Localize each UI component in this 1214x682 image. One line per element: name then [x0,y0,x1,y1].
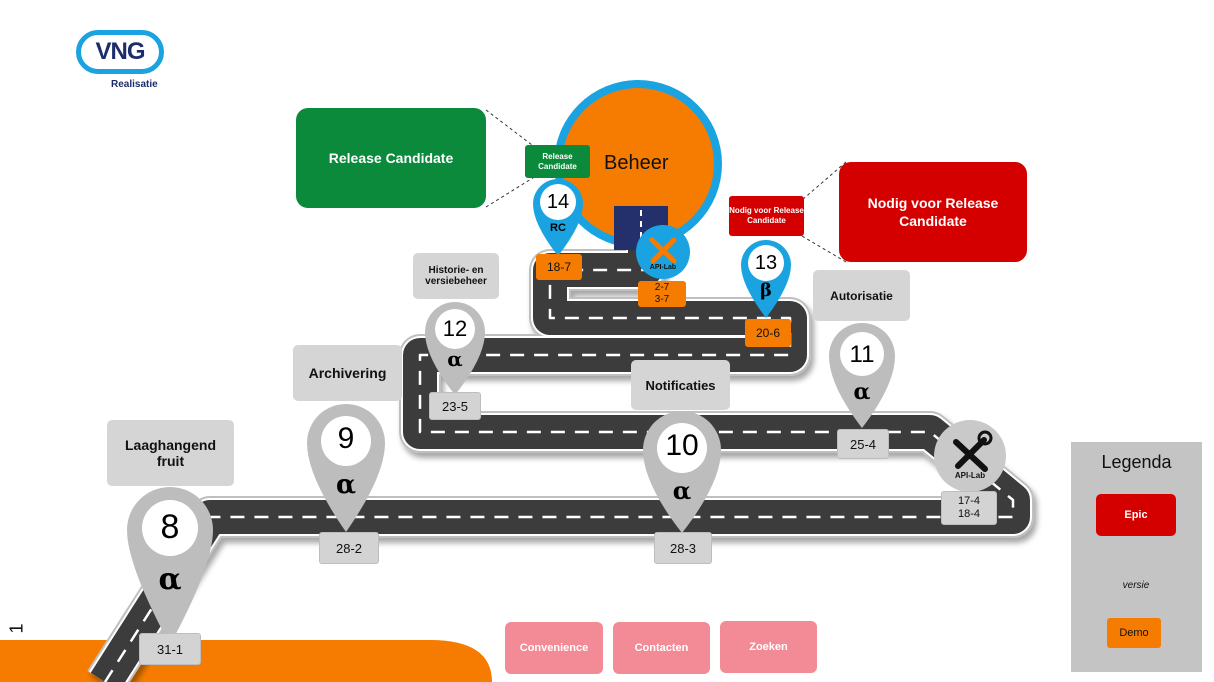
pin-14 [533,179,583,256]
zoeken-item[interactable]: Zoeken [720,621,817,673]
pin-9-symbol: α [335,470,356,500]
api-lab-2-date-a: 2-7 [654,282,670,293]
api-lab-1-date-a: 17-4 [957,495,981,507]
contacten-item[interactable]: Contacten [613,622,710,674]
legend-title: Legenda [1101,452,1172,472]
pin-11-number: 11 [849,341,875,368]
api-lab-1-dates: 17-4 18-4 [941,491,997,525]
date-23-5: 23-5 [429,392,481,420]
pin-14-number: 14 [546,191,570,213]
milestone-label-8: Laaghangend fruit [107,420,234,486]
pin-13 [741,240,791,318]
pin-8 [127,487,213,645]
milestone-label-11: Autorisatie [813,270,910,321]
milestone-label-10: Notificaties [631,360,730,410]
legend-versie: versie [1122,580,1150,591]
api-lab-1-label: API-Lab [954,471,986,480]
pin-10-number: 10 [665,429,699,462]
pin-11-symbol: α [853,379,871,405]
logo-subtext: Realisatie [111,79,158,90]
page-number: 1 [6,623,27,634]
vng-logo[interactable]: VNG [76,30,164,74]
nodig-callout: Nodig voor Release Candidate [839,162,1027,262]
legend-epic: Epic [1096,494,1176,536]
pin-11 [829,323,895,428]
date-28-2: 28-2 [319,532,379,564]
pin-13-number: 13 [754,252,778,274]
pin-10-symbol: α [672,476,692,505]
date-20-6: 20-6 [745,319,791,347]
api-lab-circle-2 [636,225,690,279]
footer-band [0,640,492,682]
api-lab-2-dates: 2-7 3-7 [638,281,686,307]
date-18-7: 18-7 [536,254,582,280]
pin-8-symbol: α [158,562,182,597]
beheer-circle [562,88,714,240]
date-31-1: 31-1 [139,633,201,665]
pin-12-number: 12 [442,316,468,341]
pin-14-symbol: RC [550,222,566,234]
api-lab-1-date-b: 18-4 [957,508,981,520]
legend-panel: Legenda Epic versie Demo [1071,442,1202,672]
pin-9 [307,403,385,532]
pin-8-number: 8 [160,508,180,546]
pin-13-symbol: β [760,280,772,301]
convenience-item[interactable]: Convenience [505,622,603,674]
date-28-3: 28-3 [654,532,712,564]
pin-12-symbol: α [447,347,463,371]
api-lab-2-date-b: 3-7 [654,294,670,305]
logo-text: VNG [95,38,145,65]
legend-demo: Demo [1107,618,1161,648]
api-lab-circle-1 [934,420,1006,492]
release-candidate-small-callout: Release Candidate [525,145,590,178]
date-25-4: 25-4 [837,429,889,459]
release-candidate-callout: Release Candidate [296,108,486,208]
api-lab-2-label: API-Lab [649,264,677,271]
pin-9-number: 9 [337,422,355,455]
milestone-label-9: Archivering [293,345,402,401]
beheer-label: Beheer [604,152,669,174]
nodig-small-callout: Nodig voor Release Candidate [729,196,804,236]
milestone-label-12: Historie- en versiebeheer [413,253,499,299]
pin-12 [425,302,485,395]
pin-10 [643,411,721,533]
